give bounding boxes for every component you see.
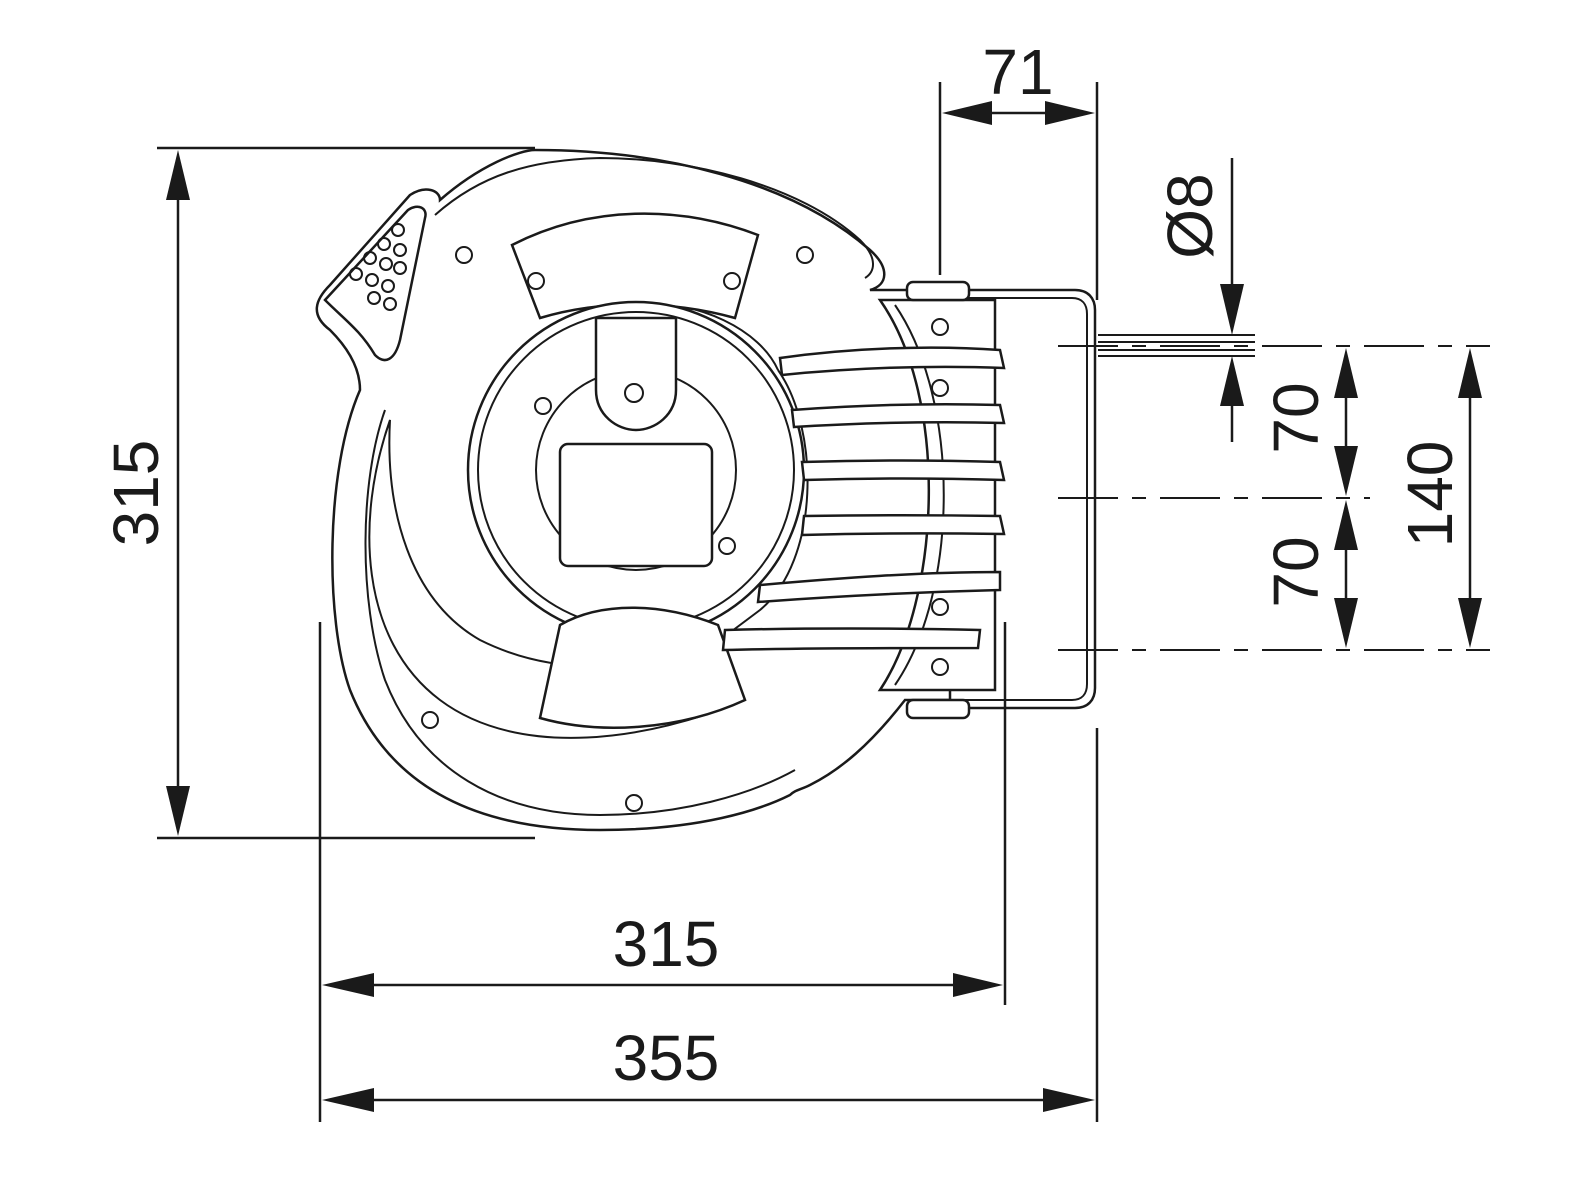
- hub-screw: [718, 537, 736, 555]
- arrow-head: [1334, 446, 1358, 496]
- arrow-head: [1045, 101, 1095, 125]
- arrow-head: [1334, 598, 1358, 648]
- roller-screw: [931, 318, 949, 336]
- grip-dot: [381, 279, 395, 293]
- dim-bracket-depth: 71: [982, 36, 1053, 108]
- hose-coils: [721, 346, 1006, 652]
- hose-coil: [800, 459, 1006, 482]
- grip-dot: [367, 291, 381, 305]
- dim-hole-spacing-lower: 70: [1260, 536, 1332, 607]
- dim-hole-spacing-upper: 70: [1260, 382, 1332, 453]
- hose-coil: [778, 346, 1006, 377]
- hose-coil: [800, 514, 1006, 537]
- arrow-head: [1220, 284, 1244, 335]
- arrow-head: [1458, 348, 1482, 398]
- dimension-labels: 315 315 355 71 Ø8 70 70 140: [100, 36, 1466, 1094]
- grip-dot: [391, 223, 405, 237]
- grip-dot: [349, 267, 363, 281]
- arrow-head: [322, 973, 374, 997]
- arrow-head: [1043, 1088, 1095, 1112]
- hub-screw: [624, 383, 644, 403]
- hose-coil: [721, 627, 982, 652]
- reel-housing: [315, 148, 1097, 832]
- roller-screw: [931, 598, 949, 616]
- hub-bar: [594, 316, 678, 432]
- hub-screw: [534, 397, 552, 415]
- screw-hole: [625, 794, 643, 812]
- arrow-head: [1334, 348, 1358, 398]
- grip-dot: [393, 243, 407, 257]
- roller-screw: [931, 658, 949, 676]
- screw-hole: [723, 272, 741, 290]
- handle-grip: [323, 205, 427, 362]
- dimension-lines: [157, 82, 1490, 1122]
- arrow-head: [1334, 500, 1358, 550]
- arrow-head: [322, 1088, 374, 1112]
- hub-square: [558, 442, 714, 568]
- arrow-head: [942, 101, 992, 125]
- bracket-pin-top: [905, 280, 971, 302]
- grip-dots: [349, 223, 407, 311]
- grip-dot: [383, 297, 397, 311]
- screw-hole: [796, 246, 814, 264]
- dim-hole-spacing-total: 140: [1394, 441, 1466, 548]
- arrow-head: [166, 786, 190, 836]
- grip-dot: [377, 237, 391, 251]
- screw-hole: [421, 711, 439, 729]
- dim-height-total: 315: [100, 440, 172, 547]
- arrow-head: [1220, 356, 1244, 406]
- dim-width-total: 355: [613, 1022, 720, 1094]
- drum-cutout: [538, 606, 747, 729]
- arrow-head: [1458, 598, 1482, 648]
- hose-guide-rollers: [931, 318, 949, 676]
- screw-hole: [527, 272, 545, 290]
- arrow-head: [953, 973, 1003, 997]
- dim-width-body: 315: [613, 908, 720, 980]
- roller-screw: [931, 379, 949, 397]
- arrow-head: [166, 150, 190, 200]
- screw-hole: [455, 246, 473, 264]
- bracket-pin-bottom: [905, 698, 971, 720]
- inner-casing-line: [364, 156, 874, 817]
- hose-coil: [756, 570, 1002, 604]
- grip-dot: [365, 273, 379, 287]
- grip-dot: [363, 251, 377, 265]
- hose-coil: [790, 402, 1006, 429]
- grip-dot: [393, 261, 407, 275]
- dim-hole-diameter: Ø8: [1154, 173, 1226, 258]
- grip-dot: [379, 257, 393, 271]
